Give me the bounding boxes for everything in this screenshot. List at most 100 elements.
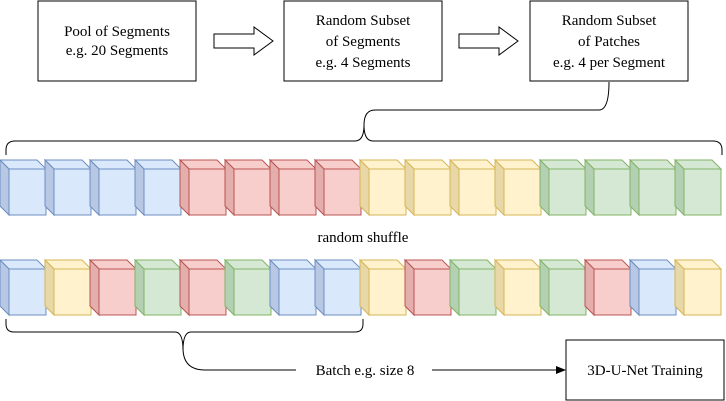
- cube-side-face: [674, 258, 685, 317]
- cube-front-face: [233, 168, 272, 216]
- shuffled-cube-yellow: [358, 258, 408, 317]
- pool-line-2: e.g. 20 Segments: [66, 43, 169, 59]
- ordered-cube-green: [538, 158, 588, 217]
- shuffled-cube-blue: [0, 259, 48, 317]
- cube-side-face: [494, 158, 505, 217]
- shuffled-cube-green: [538, 258, 588, 317]
- cube-side-face: [584, 158, 595, 217]
- block-arrow-2: [458, 26, 519, 56]
- shuffled-cube-green: [223, 258, 273, 317]
- cube-front-face: [593, 168, 632, 216]
- shuffled-cube-blue: [628, 258, 678, 317]
- ordered-cube-blue: [133, 158, 183, 217]
- cube-side-face: [44, 258, 55, 317]
- ordered-cube-red: [178, 158, 228, 217]
- shuffled-cube-red: [403, 258, 453, 317]
- subset-segments-line-2: of Segments: [326, 34, 401, 50]
- batch-brace: [5, 319, 364, 351]
- shuffled-cube-yellow: [43, 258, 93, 317]
- cube-side-face: [359, 258, 370, 317]
- subset-segments-line-3: e.g. 4 Segments: [316, 55, 411, 71]
- cube-side-face: [674, 158, 685, 217]
- shuffled-cube-yellow: [673, 258, 723, 317]
- cube-side-face: [44, 158, 55, 217]
- cube-front-face: [548, 268, 587, 316]
- cube-side-face: [269, 158, 280, 217]
- cube-side-face: [269, 258, 280, 317]
- cube-side-face: [629, 158, 640, 217]
- subset-patches-line-3: e.g. 4 per Segment: [553, 55, 666, 71]
- cube-front-face: [368, 168, 407, 216]
- ordered-cube-green: [628, 158, 678, 217]
- cube-side-face: [224, 258, 235, 317]
- shuffled-cube-blue: [313, 258, 363, 317]
- pool-of-segments-box: Pool of Segments e.g. 20 Segments: [37, 0, 197, 82]
- cube-front-face: [98, 168, 137, 216]
- ordered-cube-yellow: [448, 158, 498, 217]
- cube-side-face: [449, 158, 460, 217]
- cube-side-face: [449, 258, 460, 317]
- cube-side-face: [224, 158, 235, 217]
- top-brace: [5, 81, 610, 155]
- cube-side-face: [134, 158, 145, 217]
- cube-front-face: [8, 168, 47, 216]
- cube-front-face: [413, 268, 452, 316]
- cube-front-face: [548, 168, 587, 216]
- subset-segments-box: Random Subset of Segments e.g. 4 Segment…: [283, 0, 443, 82]
- cube-side-face: [179, 258, 190, 317]
- ordered-cube-yellow: [493, 158, 543, 217]
- ordered-cube-red: [223, 158, 273, 217]
- cube-front-face: [638, 168, 677, 216]
- pool-line-1: Pool of Segments: [64, 24, 170, 40]
- subset-patches-box: Random Subset of Patches e.g. 4 per Segm…: [529, 0, 689, 82]
- cube-front-face: [278, 268, 317, 316]
- subset-segments-line-1: Random Subset: [316, 13, 411, 29]
- ordered-cube-red: [268, 158, 318, 217]
- shuffled-cube-red: [88, 258, 138, 317]
- shuffled-patch-row: [0, 258, 723, 317]
- shuffled-cube-blue: [268, 258, 318, 317]
- cube-side-face: [179, 158, 190, 217]
- shuffled-cube-yellow: [493, 258, 543, 317]
- cube-side-face: [629, 258, 640, 317]
- random-shuffle-label: random shuffle: [318, 230, 409, 246]
- cube-front-face: [593, 268, 632, 316]
- ordered-cube-yellow: [403, 158, 453, 217]
- cube-front-face: [458, 268, 497, 316]
- batch-label: Batch e.g. size 8: [316, 363, 415, 379]
- cube-front-face: [638, 268, 677, 316]
- cube-side-face: [404, 258, 415, 317]
- cube-front-face: [278, 168, 317, 216]
- cube-front-face: [683, 168, 722, 216]
- cube-front-face: [188, 268, 227, 316]
- ordered-cube-green: [583, 158, 633, 217]
- cube-front-face: [413, 168, 452, 216]
- cube-side-face: [314, 258, 325, 317]
- subset-patches-line-1: Random Subset: [562, 13, 657, 29]
- cube-side-face: [404, 158, 415, 217]
- ordered-patch-row: [0, 158, 723, 217]
- ordered-cube-blue: [0, 159, 48, 217]
- cube-side-face: [494, 258, 505, 317]
- cube-side-face: [0, 159, 10, 217]
- shuffled-cube-green: [133, 258, 183, 317]
- cube-side-face: [359, 158, 370, 217]
- cube-side-face: [134, 258, 145, 317]
- shuffled-cube-red: [583, 258, 633, 317]
- cube-front-face: [503, 268, 542, 316]
- ordered-cube-red: [313, 158, 363, 217]
- cube-front-face: [53, 268, 92, 316]
- cube-side-face: [539, 258, 550, 317]
- shuffled-cube-red: [178, 258, 228, 317]
- cube-front-face: [323, 168, 362, 216]
- cube-side-face: [539, 158, 550, 217]
- training-box: 3D-U-Net Training: [565, 339, 725, 401]
- cube-front-face: [143, 268, 182, 316]
- cube-side-face: [314, 158, 325, 217]
- cube-front-face: [458, 168, 497, 216]
- top-brace-right: [363, 124, 723, 155]
- cube-side-face: [584, 258, 595, 317]
- cube-front-face: [233, 268, 272, 316]
- cube-front-face: [188, 168, 227, 216]
